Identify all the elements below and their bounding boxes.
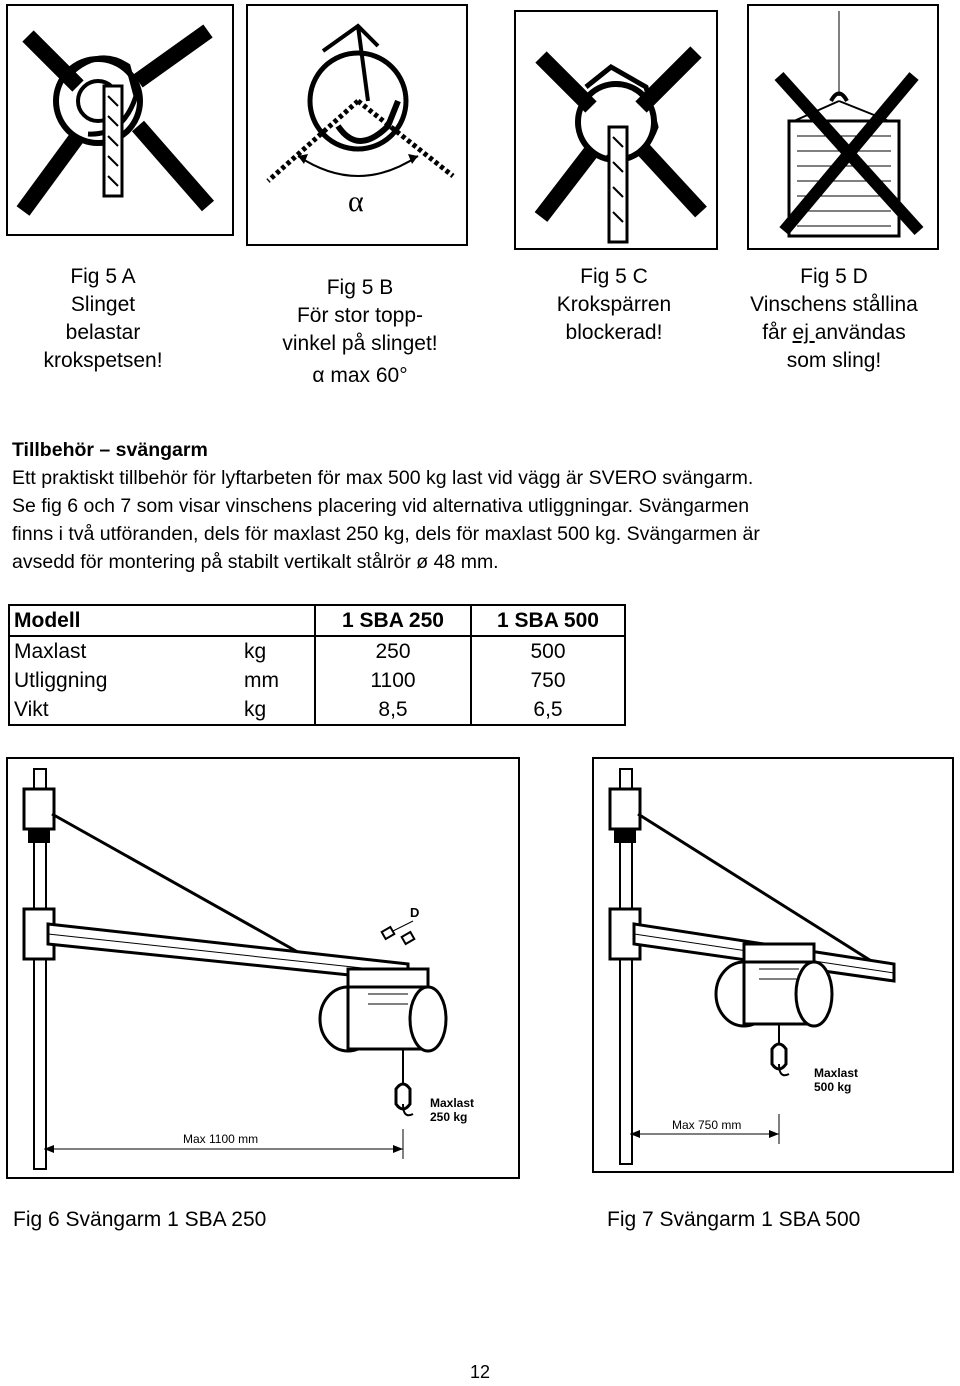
table-header-cell <box>240 604 315 637</box>
table-row: Maxlast kg 250 500 <box>8 636 626 666</box>
caption-line: Fig 5 C <box>580 265 648 288</box>
fig7-maxlast-label: Maxlast <box>814 1066 858 1080</box>
paragraph-line: finns i två utföranden, dels för maxlast… <box>12 523 760 545</box>
fig-5a-image <box>6 4 234 236</box>
caption-line: Fig 5 B <box>326 276 394 299</box>
caption-line: blockerad! <box>565 321 663 344</box>
table-cell: 1100 <box>314 666 471 695</box>
fig-5d-image <box>747 4 939 250</box>
caption-fig-5c: Fig 5 C Krokspärren blockerad! <box>516 263 712 347</box>
section-heading: Tillbehör – svängarm <box>12 439 208 461</box>
paragraph-line: Ett praktiskt tillbehör för lyftarbeten … <box>12 467 754 489</box>
caption-line: Fig 5 D <box>800 265 868 288</box>
table-header-cell: 1 SBA 250 <box>314 604 471 637</box>
caption-text: får <box>762 321 793 344</box>
caption-line: Fig 5 A <box>70 265 136 288</box>
table-row: Vikt kg 8,5 6,5 <box>8 695 626 726</box>
fig-7-image: Maxlast 500 kg Max 750 mm <box>592 757 954 1173</box>
caption-underlined-text: ej <box>792 321 815 344</box>
caption-line: vinkel på slinget! <box>282 332 438 355</box>
page-number: 12 <box>469 1362 491 1382</box>
fig-6-image: D Maxlast 250 kg Max 1100 mm <box>6 757 520 1179</box>
table-cell: 6,5 <box>470 695 626 726</box>
fig6-maxlast-label: Maxlast <box>430 1096 474 1110</box>
table-cell: Utliggning <box>8 666 240 695</box>
fig7-dimension: Max 750 mm <box>672 1118 741 1132</box>
caption-line: Krokspärren <box>556 293 672 316</box>
caption-fig-6: Fig 6 Svängarm 1 SBA 250 <box>13 1208 267 1231</box>
table-cell: 750 <box>470 666 626 695</box>
caption-line: Slinget <box>70 293 136 316</box>
fig-5b-image: α <box>246 4 468 246</box>
table-header-cell: 1 SBA 500 <box>470 604 626 637</box>
label-d: D <box>410 905 419 920</box>
caption-line: För stor topp- <box>296 304 424 327</box>
table-cell: Maxlast <box>8 636 240 666</box>
caption-line: belastar <box>65 321 141 344</box>
table-cell: kg <box>240 695 315 726</box>
fig6-dimension: Max 1100 mm <box>183 1132 258 1146</box>
section-accessory: Tillbehör – svängarm Ett praktiskt tillb… <box>12 436 956 576</box>
alpha-symbol: α <box>348 185 364 218</box>
caption-line: krokspetsen! <box>43 349 163 372</box>
table-cell: 250 <box>314 636 471 666</box>
caption-line: Vinschens stållina <box>750 293 918 316</box>
caption-fig-5b: Fig 5 B För stor topp- vinkel på slinget… <box>232 274 488 390</box>
fig7-maxlast-value: 500 kg <box>814 1080 851 1094</box>
table-cell: mm <box>244 669 279 692</box>
caption-line: får ej användas <box>716 319 952 347</box>
table-cell: Vikt <box>8 695 240 726</box>
table-cell: 8,5 <box>314 695 471 726</box>
fig-5c-image <box>514 10 718 250</box>
table-header-row: Modell 1 SBA 250 1 SBA 500 <box>8 604 626 637</box>
table-row: Utliggning mm 1100 750 <box>8 666 626 695</box>
table-header-cell: Modell <box>8 604 240 637</box>
table-cell: kg <box>244 640 267 663</box>
caption-angle-line: α max 60° <box>312 364 408 387</box>
table-cell: 500 <box>470 636 626 666</box>
spec-table: Modell 1 SBA 250 1 SBA 500 Maxlast kg 25… <box>8 604 626 726</box>
caption-fig-5a: Fig 5 A Slinget belastar krokspetsen! <box>0 263 206 375</box>
caption-fig-7: Fig 7 Svängarm 1 SBA 500 <box>607 1208 861 1231</box>
paragraph-line: avsedd för montering på stabilt vertikal… <box>12 551 499 573</box>
caption-text: användas <box>814 321 906 344</box>
caption-fig-5d: Fig 5 D Vinschens stållina får ej använd… <box>716 263 952 375</box>
caption-line: som sling! <box>786 349 882 372</box>
fig6-maxlast-value: 250 kg <box>430 1110 467 1124</box>
section-paragraph: Ett praktiskt tillbehör för lyftarbeten … <box>12 464 956 576</box>
paragraph-line: Se fig 6 och 7 som visar vinschens place… <box>12 495 750 517</box>
